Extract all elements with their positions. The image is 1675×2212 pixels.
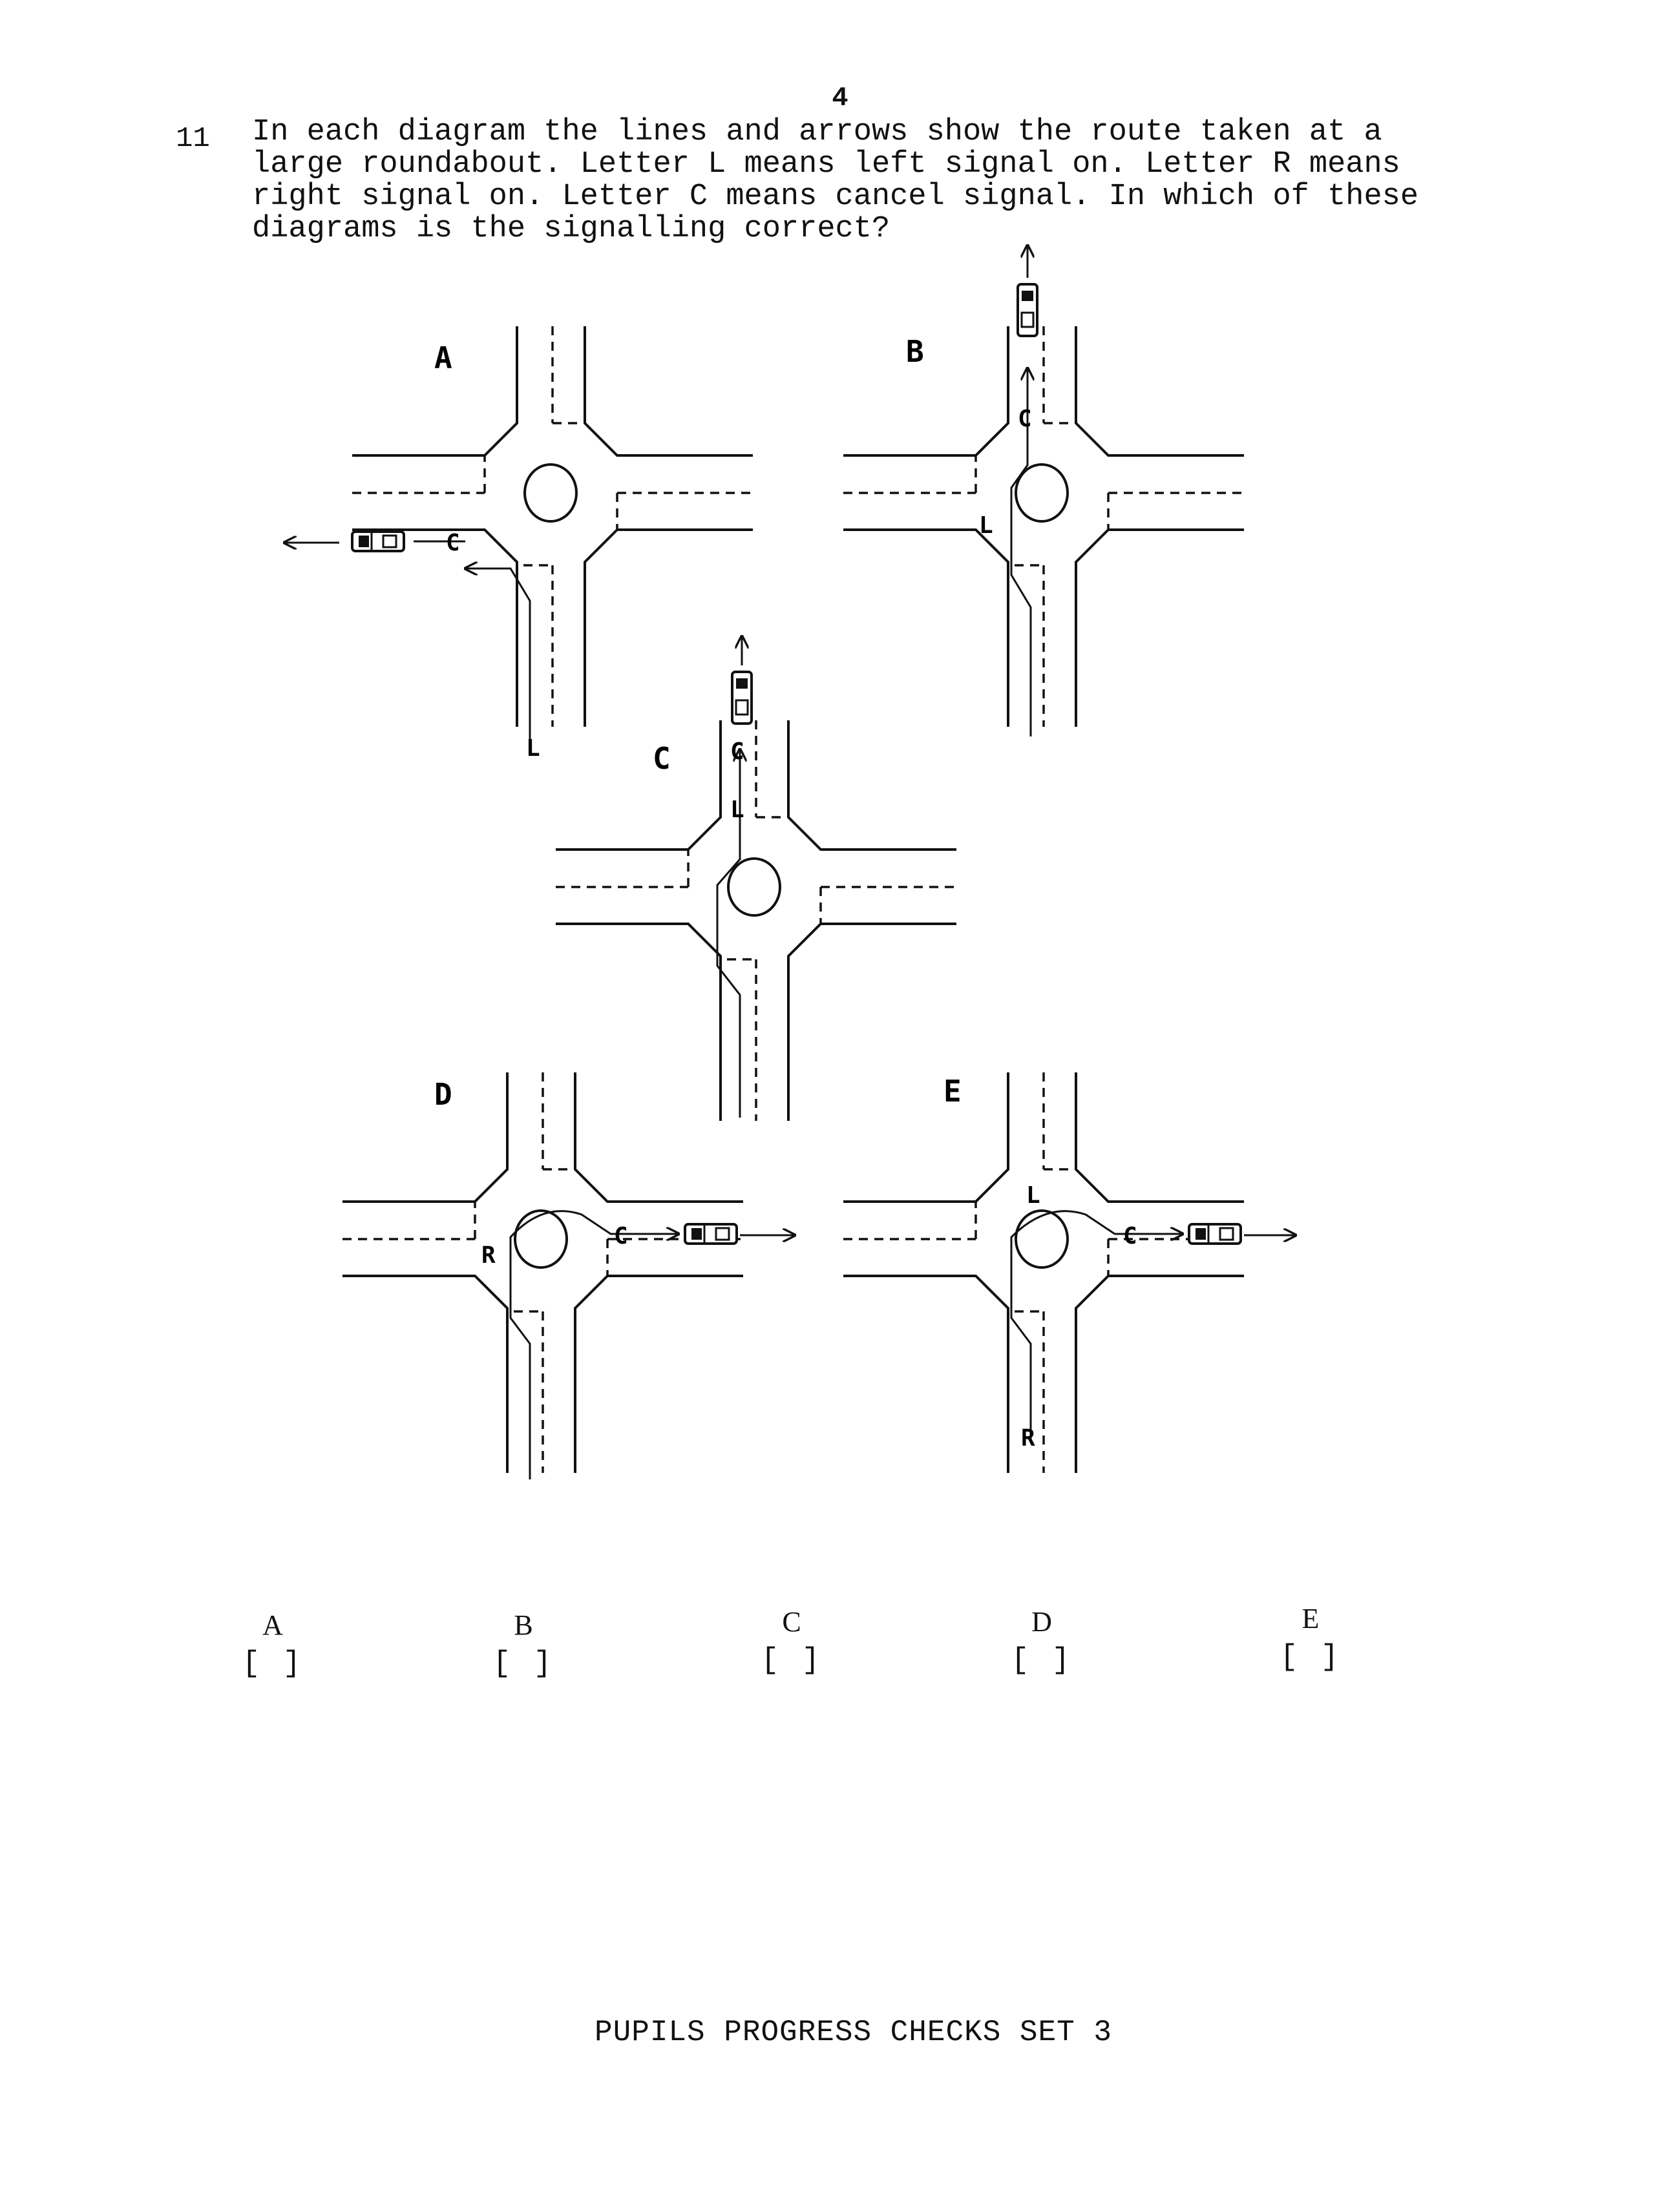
roundabout-diagrams: A L C B L C C L C D R C — [0, 0, 1675, 1479]
diagram-e-signal-l: L — [1026, 1182, 1040, 1209]
diagram-e-signal-c: C — [1123, 1223, 1137, 1249]
diagram-e: E R L C — [842, 1071, 1296, 1474]
answer-option-label: D — [1031, 1606, 1052, 1638]
answer-checkbox[interactable]: [ ] — [1011, 1643, 1073, 1677]
answer-checkbox[interactable]: [ ] — [492, 1647, 554, 1680]
diagram-d: D R C — [341, 1071, 795, 1479]
diagram-d-signal-r: R — [481, 1242, 496, 1269]
diagram-b-letter: B — [906, 334, 924, 369]
footer-text: PUPILS PROGRESS CHECKS SET 3 — [595, 2016, 1112, 2049]
question-text: In each diagram the lines and arrows sho… — [252, 115, 1419, 246]
answer-option-label: E — [1301, 1603, 1320, 1634]
diagram-c: C L C — [554, 636, 958, 1122]
diagram-a-signal-c: C — [446, 530, 460, 556]
diagram-a: A L C — [284, 325, 754, 762]
diagram-c-signal-l: L — [730, 797, 744, 823]
answer-option-e[interactable]: E [ ] — [1272, 1602, 1349, 1674]
answer-option-c[interactable]: C [ ] — [753, 1605, 830, 1677]
answer-option-label: B — [514, 1609, 533, 1641]
answer-option-label: A — [262, 1609, 283, 1641]
answer-checkbox[interactable]: [ ] — [242, 1647, 304, 1680]
diagram-b: B L C — [842, 245, 1245, 736]
question-number: 11 — [176, 123, 210, 155]
diagram-a-letter: A — [434, 340, 452, 375]
diagram-e-letter: E — [943, 1074, 962, 1109]
diagram-a-signal-l: L — [526, 735, 540, 762]
answer-option-a[interactable]: A [ ] — [234, 1609, 311, 1680]
answer-option-label: C — [782, 1606, 801, 1638]
diagram-c-signal-c: C — [730, 738, 744, 765]
page-number: 4 — [832, 83, 848, 114]
answer-checkbox[interactable]: [ ] — [1280, 1640, 1342, 1674]
diagram-c-letter: C — [653, 741, 671, 776]
answer-option-d[interactable]: D [ ] — [1003, 1605, 1080, 1677]
diagram-b-signal-l: L — [979, 512, 993, 539]
diagram-d-signal-c: C — [614, 1223, 628, 1249]
answer-option-b[interactable]: B [ ] — [485, 1609, 562, 1680]
diagram-d-letter: D — [434, 1077, 452, 1112]
diagram-e-signal-r: R — [1021, 1425, 1035, 1452]
diagram-b-signal-c: C — [1018, 406, 1032, 432]
answer-checkbox[interactable]: [ ] — [761, 1643, 823, 1677]
